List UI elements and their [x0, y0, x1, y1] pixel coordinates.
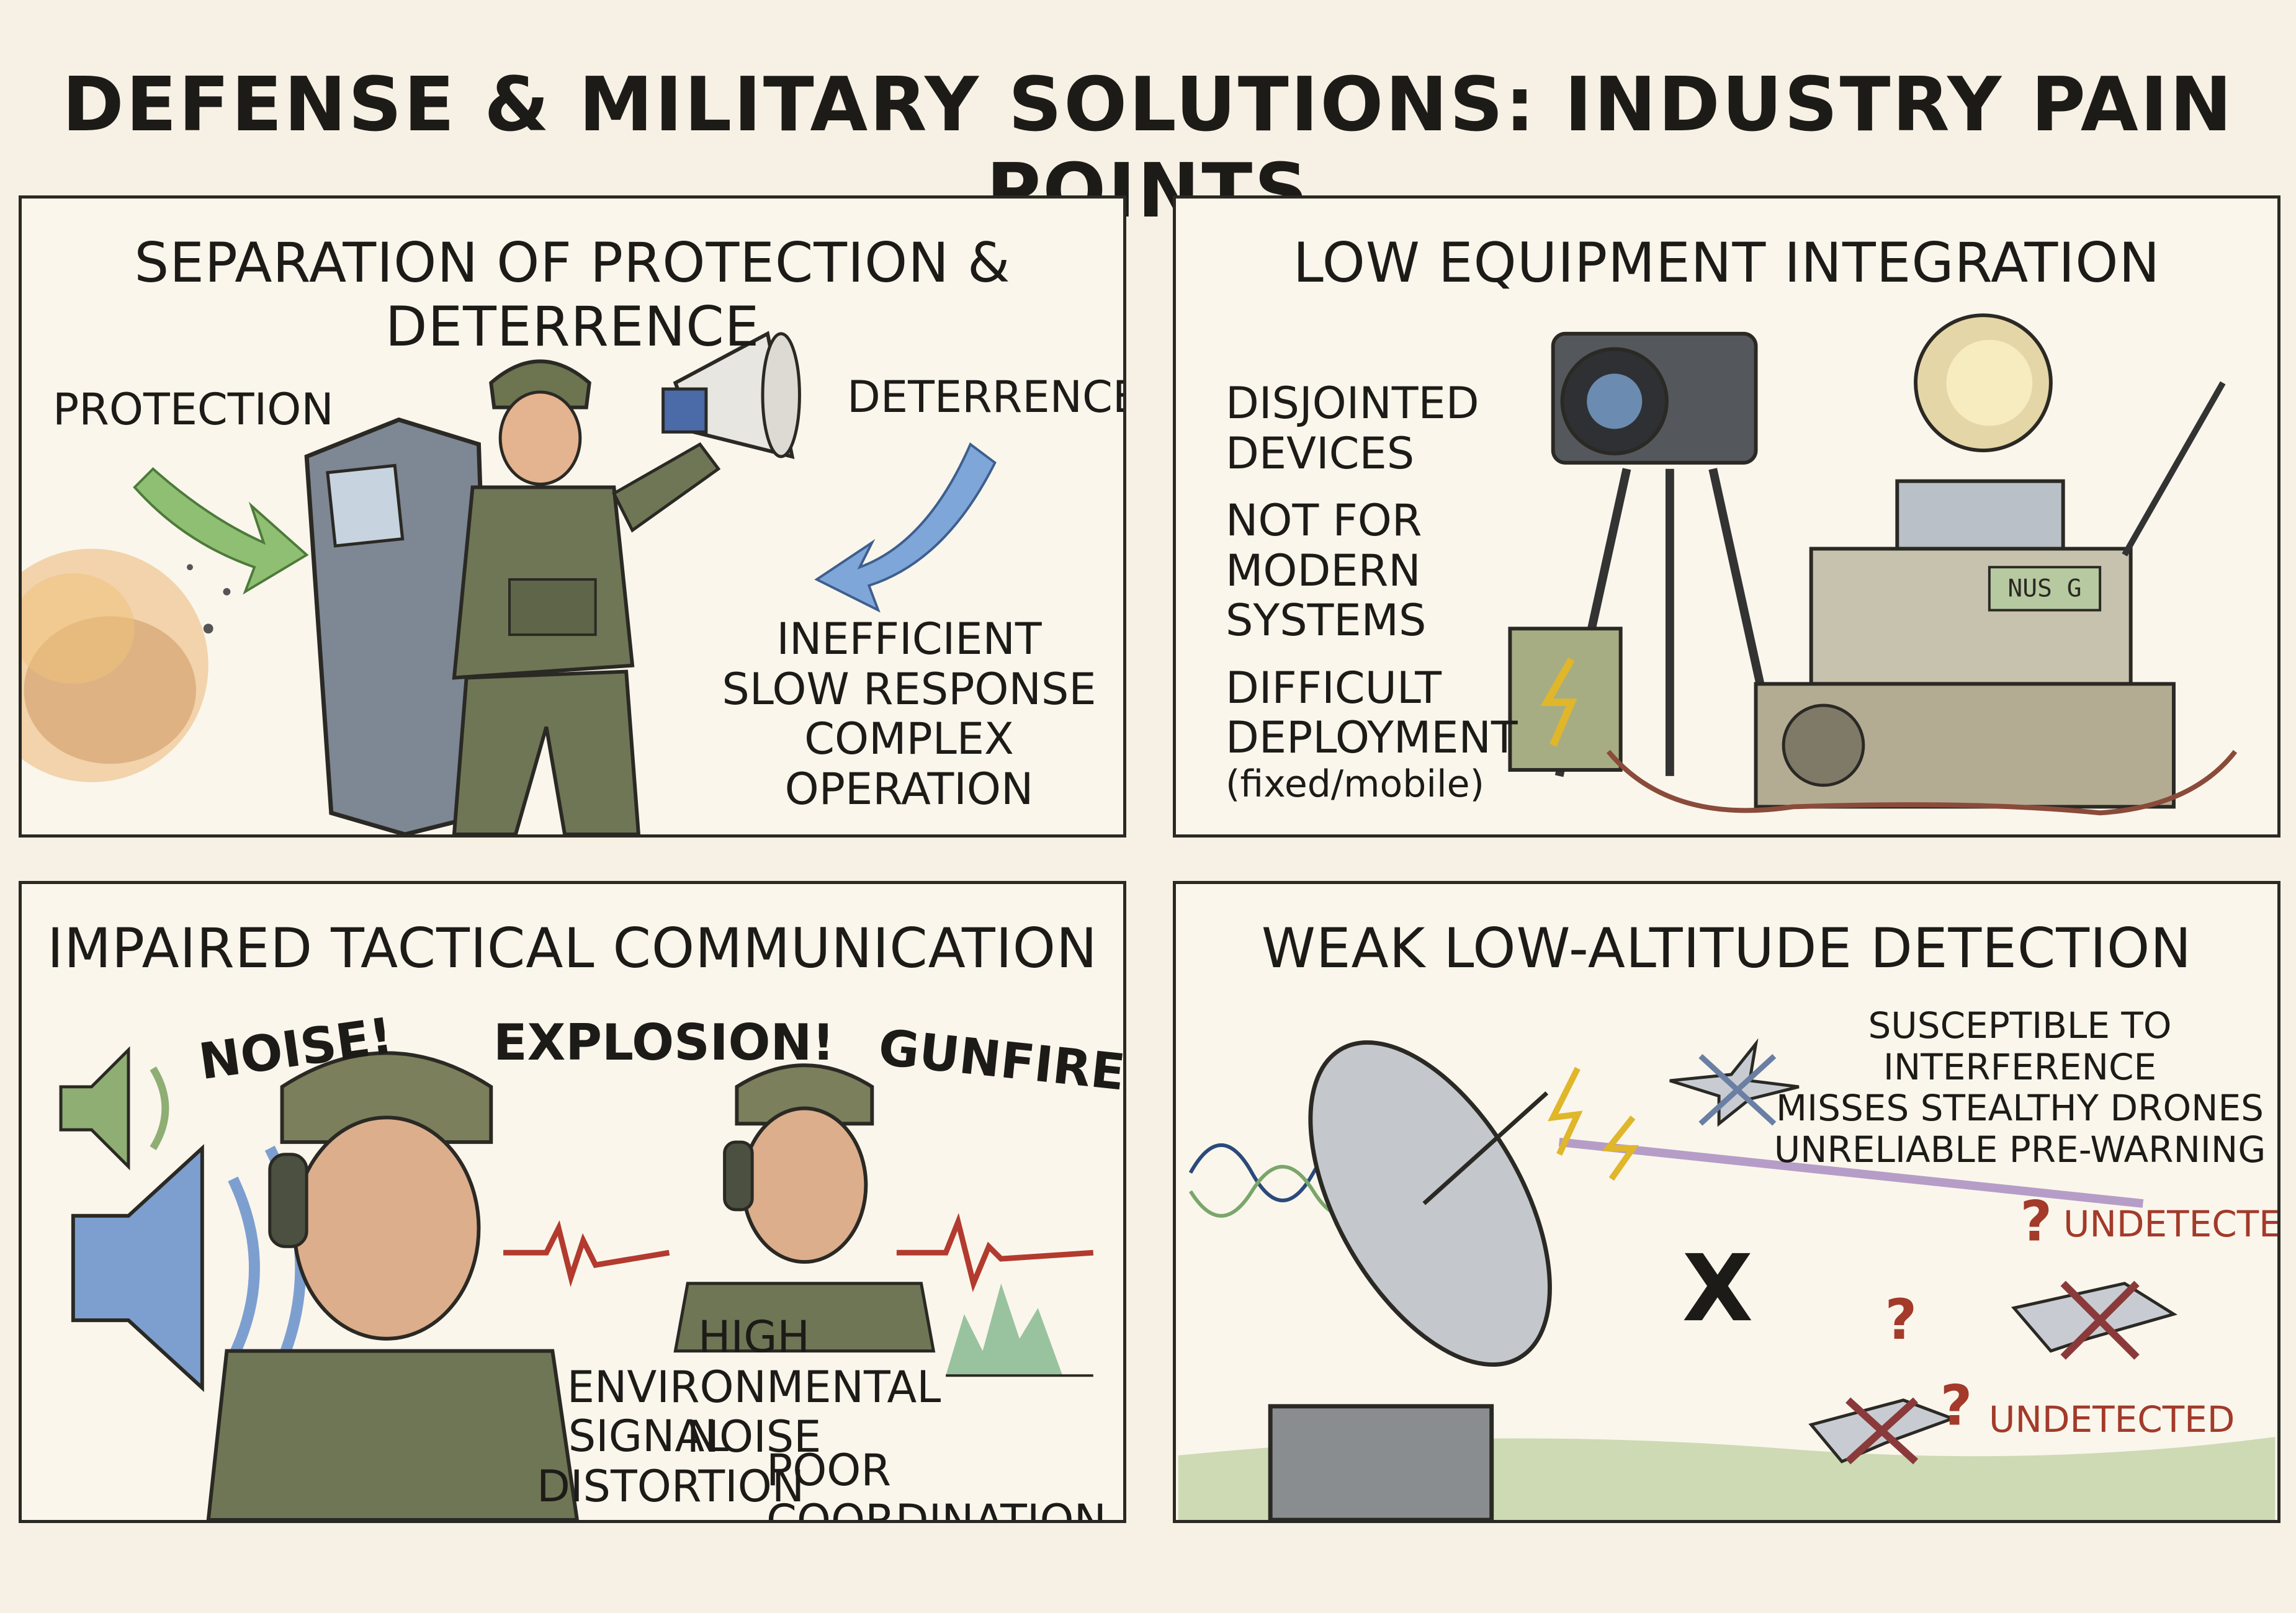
panel-title: SEPARATION OF PROTECTION & DETERRENCE [134, 231, 1011, 359]
label-protection: PROTECTION [53, 384, 334, 435]
headset-icon [268, 1153, 308, 1248]
issue-item: SLOW RESPONSE [722, 663, 1096, 715]
drone-icon [1808, 1397, 1957, 1465]
megaphone-icon [661, 331, 801, 459]
issue-distortion: DISTORTION [537, 1460, 805, 1512]
drone-icon [1669, 1038, 1800, 1127]
issue-env-noise: ENVIRONMENTAL NOISE [567, 1361, 941, 1462]
question-mark-icon: ? [1885, 1288, 1917, 1352]
spectrum-chart [946, 1283, 1093, 1377]
label-undetected: UNDETECTED [1989, 1398, 2235, 1441]
label-explosion: EXPLOSION! [493, 1014, 835, 1071]
panel-title: IMPAIRED TACTICAL COMMUNICATION [47, 916, 1098, 980]
x-mark: X [1682, 1235, 1754, 1343]
issue-note: (fixed/mobile) [1226, 762, 1484, 806]
label-undetected: UNDETECTED [2063, 1203, 2280, 1245]
radar-beam [1558, 1138, 2144, 1208]
issue-item: DEPLOYMENT [1226, 712, 1518, 763]
panel-title: WEAK LOW-ALTITUDE DETECTION [1261, 916, 2192, 980]
green-arrow-icon [133, 467, 309, 595]
issue-item: DISJOINTED [1226, 378, 1479, 429]
blue-arrow-icon [814, 442, 997, 613]
drone-icon [2011, 1280, 2178, 1360]
issues-list: INEFFICIENT SLOW RESPONSE COMPLEX OPERAT… [711, 614, 1108, 814]
panel-low-altitude-detection: X ? ? ? WEAK LOW-ALTITUDE DETECTION SUSC… [1173, 881, 2280, 1523]
lightning-icon [1548, 1066, 1583, 1156]
issues-list: SUSCEPTIBLE TO INTERFERENCE MISSES STEAL… [1772, 1005, 2268, 1171]
issue-item: COMPLEX OPERATION [784, 713, 1034, 815]
power-unit-icon [1754, 682, 2176, 809]
communication-scene [59, 1046, 1094, 1520]
radar-dish-icon [1268, 1040, 1552, 1520]
issue-item: INEFFICIENT [776, 614, 1042, 664]
soldier-figure [452, 359, 721, 834]
issue-item: SYSTEMS [1226, 595, 1427, 646]
panel-tactical-communication: IMPAIRED TACTICAL COMMUNICATION NOISE! E… [19, 881, 1126, 1523]
radio-icon: NUS G [1809, 381, 2226, 686]
headset-icon [723, 1140, 754, 1212]
battery-icon [1508, 627, 1623, 772]
soldier-headset-back [673, 1063, 936, 1353]
page-title: DEFENSE & MILITARY SOLUTIONS: INDUSTRY P… [62, 62, 2234, 235]
issue-item: SUSCEPTIBLE TO INTERFERENCE [1868, 1004, 2172, 1088]
comm-issues: HIGH ENVIRONMENTAL NOISE [537, 1312, 971, 1462]
lightning-icon [1602, 1115, 1639, 1181]
issue-poor-coordination: POOR COORDINATION [766, 1445, 1106, 1523]
question-mark-icon: ? [2020, 1189, 2052, 1254]
issue-item: DEVICES [1226, 427, 1415, 479]
soldier-shield-scene [22, 331, 997, 834]
issue-item: NOT FOR MODERN [1226, 495, 1422, 596]
question-mark-icon: ? [1940, 1374, 1973, 1438]
speaker-icon [59, 1046, 169, 1171]
equipment-scene: NUS G [1508, 313, 2238, 816]
comm-signal-block: SIGNAL DISTORTION [537, 1411, 805, 1512]
issue-high: HIGH [697, 1311, 810, 1362]
explosion-icon [22, 548, 231, 782]
panel-title: LOW EQUIPMENT INTEGRATION [1293, 231, 2161, 295]
issue-item: DIFFICULT [1226, 662, 1442, 713]
issue-item: UNRELIABLE PRE-WARNING [1774, 1128, 2266, 1171]
issue-item: MISSES STEALTHY DRONES [1776, 1087, 2264, 1130]
issues-list: DISJOINTED DEVICES NOT FOR MODERN SYSTEM… [1226, 378, 1573, 806]
panel-equipment-integration: NUS G LOW EQUIPMENT INTEGRATION DISJOINT… [1173, 195, 2280, 838]
label-deterrence: DETERRENCE [847, 372, 1126, 422]
soldier-headset-front [206, 1051, 579, 1520]
signal-wave [896, 1213, 1094, 1292]
cables [1606, 749, 2238, 816]
radio-display-text: NUS G [2007, 574, 2081, 603]
issue-signal: SIGNAL [568, 1411, 729, 1462]
radar-scene: X ? ? ? [1178, 1038, 2276, 1520]
panel-protection-deterrence: SEPARATION OF PROTECTION & DETERRENCE PR… [19, 195, 1126, 838]
spotlight-icon [1895, 313, 2065, 551]
signal-wave [503, 1220, 670, 1287]
